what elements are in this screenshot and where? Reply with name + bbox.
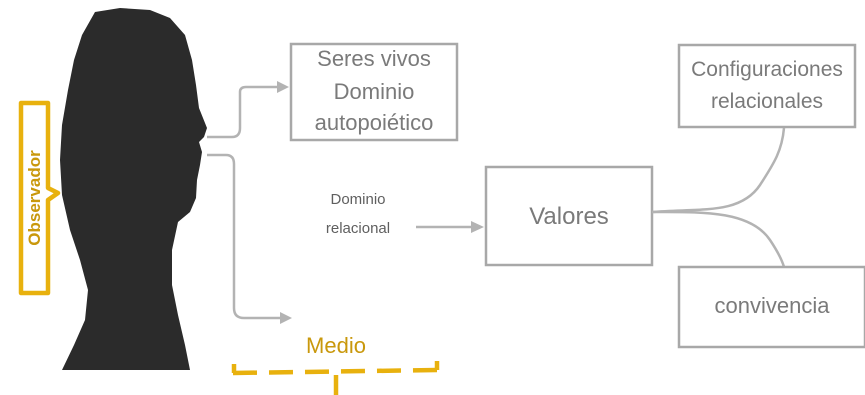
connector-to-convivencia xyxy=(651,210,786,268)
seres-vivos-line-3: autopoiético xyxy=(315,110,434,135)
convivencia-box xyxy=(677,265,865,349)
seres-vivos-box xyxy=(289,42,459,142)
configuraciones-line-1: Configuraciones xyxy=(691,58,843,81)
connector-to-configuraciones xyxy=(651,127,786,214)
dominio-relacional-line-1: Dominio xyxy=(330,191,385,208)
arrow-to-medio xyxy=(207,153,281,320)
arrowhead-seres-vivos xyxy=(277,81,289,93)
seres-vivos-line-1: Seres vivos xyxy=(317,46,431,71)
arrowhead-medio xyxy=(280,312,292,324)
convivencia-label: convivencia xyxy=(715,293,831,318)
seres-vivos-line-2: Dominio xyxy=(334,79,415,104)
dominio-relacional-line-2: relacional xyxy=(326,220,390,237)
observer-bracket xyxy=(18,100,61,296)
configuraciones-box xyxy=(677,43,857,129)
observer-label: Observador xyxy=(25,150,44,246)
valores-box xyxy=(484,165,654,267)
arrowhead-valores xyxy=(471,221,484,233)
medio-bracket xyxy=(232,367,438,376)
configuraciones-line-2: relacionales xyxy=(711,90,823,113)
medio-label: Medio xyxy=(306,333,366,358)
valores-label: Valores xyxy=(529,203,609,230)
head-silhouette xyxy=(60,8,207,370)
arrow-to-seres-vivos xyxy=(207,85,279,139)
